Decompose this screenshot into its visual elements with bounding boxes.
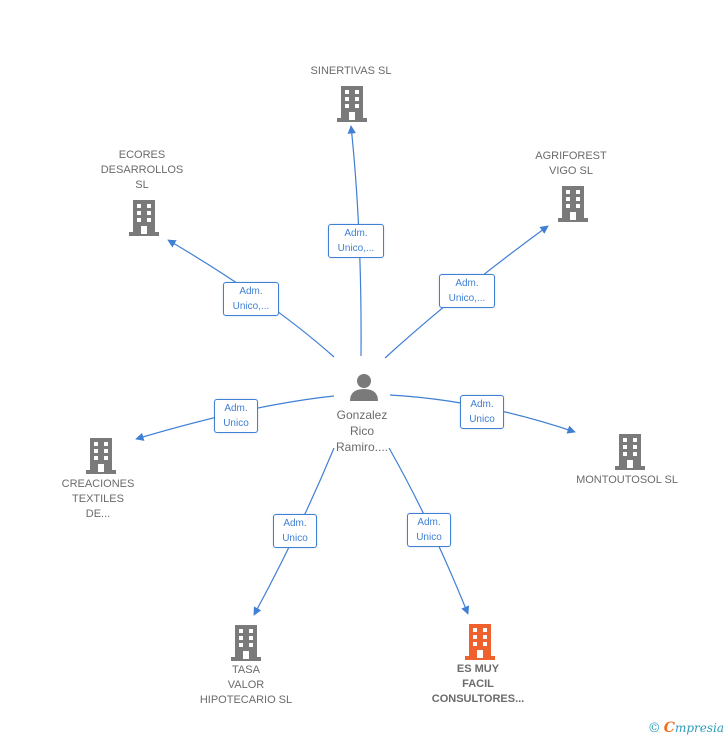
edge-label-creaciones[interactable]: Adm. Unico bbox=[214, 399, 258, 433]
brand-logo-text: mpresia bbox=[674, 721, 724, 735]
edge-label-ecores[interactable]: Adm. Unico,... bbox=[223, 282, 279, 316]
brand-logo-initial: C bbox=[663, 720, 675, 736]
person-icon bbox=[350, 374, 378, 401]
building-icon bbox=[558, 186, 588, 222]
building-icon bbox=[231, 625, 261, 661]
building-icon bbox=[615, 434, 645, 470]
building-icon bbox=[337, 86, 367, 122]
node-label: ECORES DESARROLLOS SL bbox=[100, 149, 184, 191]
building-icon bbox=[86, 438, 116, 474]
node-label: SINERTIVAS SL bbox=[310, 65, 392, 77]
building-icon bbox=[129, 200, 159, 236]
edge-label-sinertivas[interactable]: Adm. Unico,... bbox=[328, 224, 384, 258]
brand-footer: ©Cmpresia bbox=[648, 720, 724, 736]
node-label: AGRIFOREST VIGO SL bbox=[535, 150, 607, 177]
building-icon-highlight bbox=[465, 624, 495, 660]
node-label: MONTOUTOSOL SL bbox=[576, 474, 678, 486]
node-label: CREACIONES TEXTILES DE... bbox=[61, 478, 135, 520]
edge-label-esmuyfacil[interactable]: Adm. Unico bbox=[407, 513, 451, 547]
edge-label-agriforest[interactable]: Adm. Unico,... bbox=[439, 274, 495, 308]
copyright-icon: © bbox=[647, 721, 661, 736]
node-label: ES MUY FACIL CONSULTORES... bbox=[431, 663, 525, 705]
edge-label-montoutosol[interactable]: Adm. Unico bbox=[460, 395, 504, 429]
edge-label-tasa[interactable]: Adm. Unico bbox=[273, 514, 317, 548]
center-node-label: Gonzalez Rico Ramiro.... bbox=[335, 408, 388, 454]
node-label: TASA VALOR HIPOTECARIO SL bbox=[199, 664, 293, 706]
